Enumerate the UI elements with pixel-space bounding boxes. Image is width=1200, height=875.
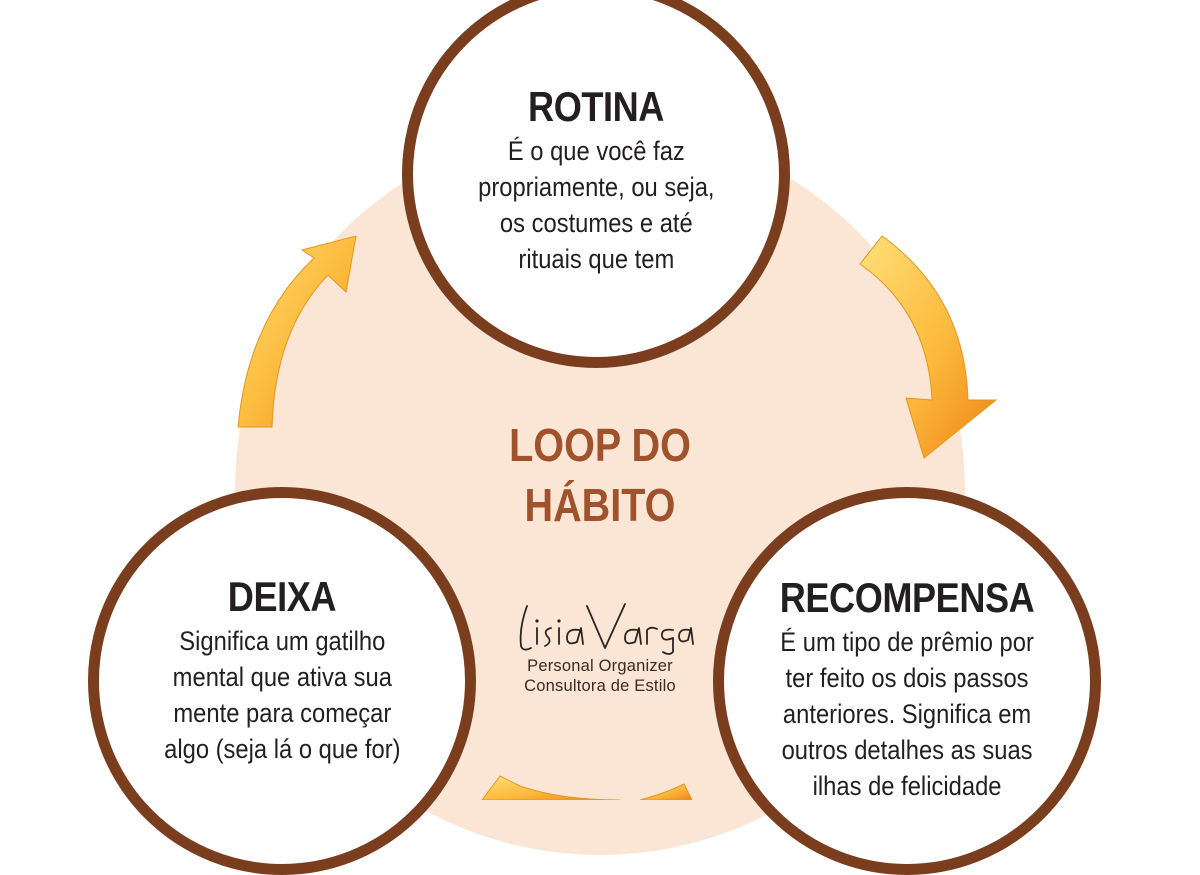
brand-logo: Personal Organizer Consultora de Estilo (495, 598, 705, 696)
node-body-deixa: Significa um gatilho mental que ativa su… (163, 626, 401, 764)
cycle-arrow-icon (237, 235, 357, 428)
logo-tagline-2: Consultora de Estilo (524, 677, 676, 695)
habit-loop-diagram: ROTINA É o que você faz propriamente, ou… (88, 0, 1101, 875)
cycle-arrow-icon (859, 235, 998, 459)
node-title-rotina: ROTINA (528, 83, 664, 130)
node-recompensa: RECOMPENSA É um tipo de prêmio por ter f… (713, 487, 1101, 875)
node-title-recompensa: RECOMPENSA (779, 574, 1035, 621)
node-title-deixa: DEIXA (227, 573, 337, 620)
node-rotina: ROTINA É o que você faz propriamente, ou… (402, 0, 790, 368)
node-deixa: DEIXA Significa um gatilho mental que at… (88, 487, 476, 875)
signature-icon (519, 603, 694, 655)
signature-logo (495, 598, 705, 656)
node-body-recompensa: É um tipo de prêmio por ter feito os doi… (780, 627, 1034, 801)
node-body-rotina: É o que você faz propriamente, ou seja, … (477, 136, 715, 274)
center-title: LOOP DO HÁBITO (509, 419, 691, 531)
cycle-arrows (237, 235, 998, 800)
cycle-arrow-icon (481, 775, 621, 800)
cycle-arrow-icon (639, 783, 693, 800)
logo-tagline-1: Personal Organizer (527, 657, 673, 675)
